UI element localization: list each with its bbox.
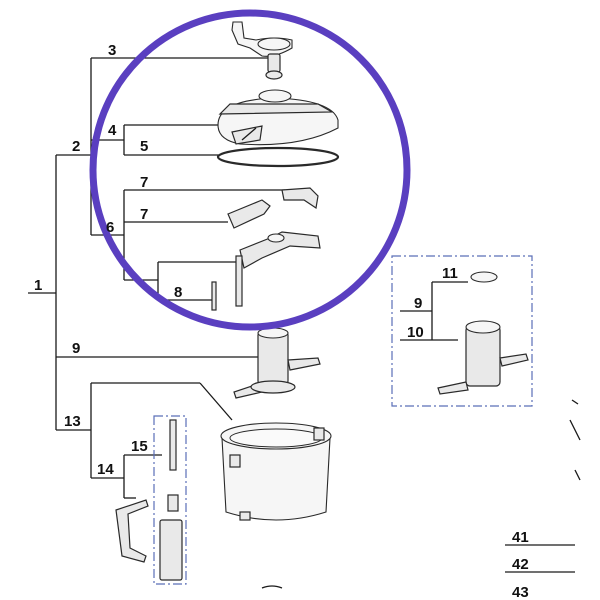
label-9: 9 bbox=[72, 340, 80, 357]
inset-label-10: 10 bbox=[407, 324, 424, 341]
part-labels: 1 2 3 4 5 6 7 7 8 9 13 14 15 11 9 10 41 … bbox=[34, 42, 529, 600]
inset-box bbox=[391, 255, 533, 407]
part-scraper-top bbox=[281, 187, 319, 210]
part-edge-fragment bbox=[261, 399, 581, 589]
label-13: 13 bbox=[64, 413, 81, 430]
part-bowl bbox=[220, 422, 332, 521]
part-scraper-mid bbox=[227, 199, 271, 229]
label-6: 6 bbox=[106, 219, 114, 236]
highlight-circle bbox=[89, 9, 411, 331]
part-lid bbox=[217, 89, 339, 146]
label-14: 14 bbox=[97, 461, 114, 478]
part-blade-assembly bbox=[233, 327, 321, 399]
label-3: 3 bbox=[108, 42, 116, 59]
label-4: 4 bbox=[108, 122, 117, 139]
label-8: 8 bbox=[174, 284, 182, 301]
label-41: 41 bbox=[512, 529, 529, 546]
part-pin bbox=[211, 281, 217, 311]
label-5: 5 bbox=[140, 138, 148, 155]
label-7b: 7 bbox=[140, 206, 148, 223]
inset-blade-assembly bbox=[437, 271, 529, 395]
inset-label-9: 9 bbox=[414, 295, 422, 312]
inset-label-11: 11 bbox=[442, 265, 458, 282]
label-1: 1 bbox=[34, 277, 42, 294]
part-scraper-arm bbox=[235, 231, 321, 307]
part-shaft-and-handle bbox=[115, 415, 187, 585]
part-gasket bbox=[216, 146, 340, 168]
label-2: 2 bbox=[72, 138, 80, 155]
label-7a: 7 bbox=[140, 174, 148, 191]
label-42: 42 bbox=[512, 556, 529, 573]
label-15: 15 bbox=[131, 438, 148, 455]
part-pusher bbox=[231, 21, 293, 80]
label-43: 43 bbox=[512, 584, 529, 600]
